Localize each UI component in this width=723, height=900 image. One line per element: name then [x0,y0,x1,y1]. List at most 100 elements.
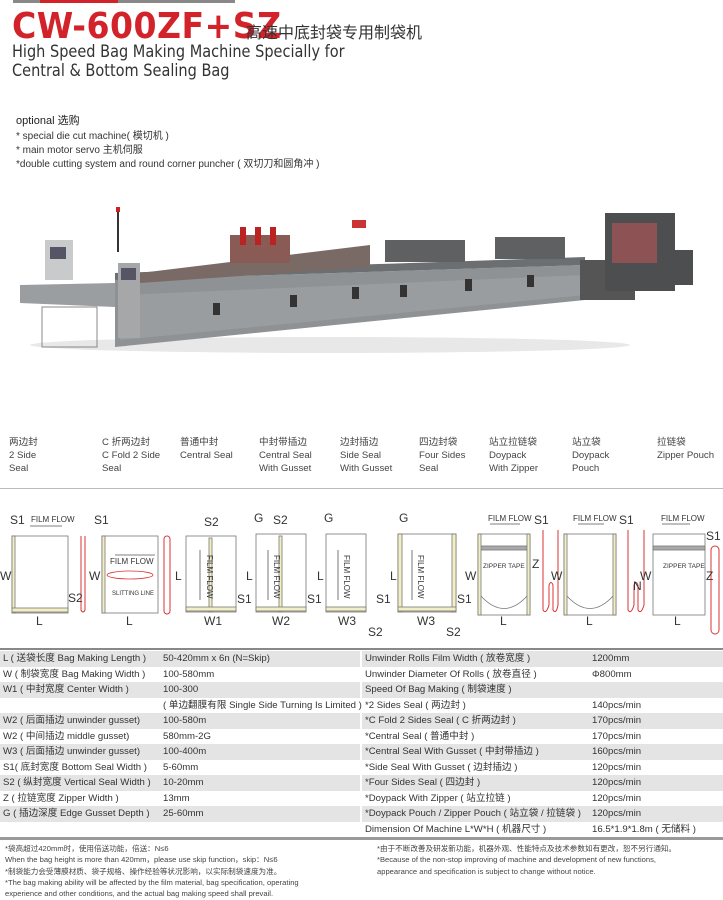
note-line: When the bag height is more than 420mm，p… [5,855,278,865]
note-line: *袋高超过420mm时，使用倍送功能，倍送：N≤6 [5,844,169,853]
spec-label: Unwinder Diameter Of Rolls ( 放卷直径 ) [365,668,537,680]
dim-label: W [465,569,477,583]
machine-photo [20,207,693,353]
dim-label: S1 [457,592,472,606]
dim-label: S1 [307,592,322,606]
spec-value: 100-300 [163,684,199,695]
spec-value: 580mm-2G [163,730,211,742]
spec-row: Dimension Of Machine L*W*H ( 机器尺寸 ) 16.5*… [362,822,723,838]
model-title: CW-600ZF+SZ [12,6,282,47]
spec-value: 25-60mm [163,808,204,819]
note-line: *制袋能力会受薄膜材质、袋子规格、操作经验等状况影响，以实际制袋速度为准。 [5,866,282,876]
spec-label: *Doypack With Zipper ( 站立拉链 ) [365,792,511,804]
spec-row: W1 ( 中封宽度 Center Width ) 100-300 [0,682,360,698]
note-line: *The bag making ability will be affected… [5,877,299,887]
spec-label: S1( 底封宽度 Bottom Seal Width ) [3,761,147,773]
dim-label: L [175,569,182,583]
spec-label: *Side Seal With Gusset ( 边封插边 ) [365,761,518,773]
spec-value: 16.5*1.9*1.8m ( 无储料 ) [592,823,696,835]
dim-label: W2 [272,614,290,628]
spec-label: *Doypack Pouch / Zipper Pouch ( 站立袋 / 拉链… [365,808,581,819]
dim-label: L [246,569,253,583]
top-rule [13,0,235,3]
spec-label: *2 Sides Seal ( 两边封 ) [365,699,466,711]
optional-heading: optional 选购 [16,115,80,127]
dim-label: S2 [446,625,461,639]
spec-row: ( 单边翻膜有限 Single Side Turning Is Limited … [0,698,362,714]
film-flow-label: FILM FLOW [205,555,214,599]
spec-value: 1200mm [592,653,630,664]
bag-type-four-sides: 四边封袋 Four Sides Seal [419,437,466,474]
dim-label: S1 [706,529,721,543]
spec-row: W3 ( 后面插边 unwinder gusset) 100-400m [0,744,360,760]
dim-label: S2 [368,625,383,639]
dim-label: L [674,614,681,628]
spec-label: L ( 送袋长度 Bag Making Length ) [3,653,147,664]
subtitle-line-1: High Speed Bag Making Machine Specially … [12,42,345,61]
spec-value: 160pcs/min [592,746,642,757]
dim-label: L [390,569,397,583]
note-line: appearance and specification is subject … [377,866,596,876]
spec-row: *Side Seal With Gusset ( 边封插边 ) 120pcs/mi… [362,760,723,776]
dim-label: W [89,569,101,583]
spec-value: 140pcs/min [592,699,642,711]
spec-label: Z ( 拉链宽度 Zipper Width ) [3,792,119,804]
spec-value: 10-20mm [163,777,204,788]
dim-label: L [500,614,507,628]
dim-label: W [0,569,12,583]
optional-item: * special die cut machine( 模切机 ) [16,131,169,142]
spec-row: W2 ( 中间插边 middle gusset) 580mm-2G [0,729,360,745]
spec-row: Unwinder Diameter Of Rolls ( 放卷直径 ) Φ800m… [362,667,723,683]
spec-label: *Central Seal With Gusset ( 中封带插边 ) [365,746,539,757]
dim-label: W3 [338,614,356,628]
spec-label: Unwinder Rolls Film Width ( 放卷宽度 ) [365,653,531,664]
spec-label: Dimension Of Machine L*W*H ( 机器尺寸 ) [365,823,547,835]
dim-label: Z [532,557,539,571]
spec-value: 50-420mm x 6n (N=Skip) [163,653,270,664]
spec-label: S2 ( 纵封宽度 Vertical Seal Width ) [3,777,151,788]
dim-label: L [36,614,43,628]
dim-label: G [254,511,263,525]
notes-left: *袋高超过420mm时，使用倍送功能，倍送：N≤6 When the bag h… [5,843,299,899]
film-flow-label: FILM FLOW [110,557,154,566]
optional-item: * main motor servo 主机伺服 [16,145,143,156]
dim-label: Z [706,569,713,583]
subtitle-line-2: Central & Bottom Sealing Bag [12,61,230,80]
notes-right: *由于不断改善及研发新功能，机器外观、性能特点及技术参数如有更改，恕不另行通知。… [377,843,676,877]
dim-label: L [586,614,593,628]
spec-table-bottom-rule [0,837,723,840]
spec-value: 100-400m [163,746,207,757]
bag-type-2-side-seal: 两边封 2 Side Seal [9,437,38,474]
spec-row: *C Fold 2 Sides Seal ( C 折两边封 ) 170pcs/mi… [362,713,723,729]
spec-label: W2 ( 中间插边 middle gusset) [3,730,130,742]
slitting-line-label: SLITTING LINE [112,591,154,597]
film-flow-label: FILM FLOW [661,514,705,523]
spec-value: Φ800mm [592,668,632,680]
divider [0,488,723,489]
spec-value: 5-60mm [163,761,199,773]
spec-value: 170pcs/min [592,715,642,726]
spec-row: *Central Seal With Gusset ( 中封带插边 ) 160pc… [362,744,723,760]
spec-value: 120pcs/min [592,761,642,773]
spec-label: W2 ( 后面插边 unwinder gusset) [3,715,141,726]
spec-value: 13mm [163,792,190,804]
spec-row: S1( 底封宽度 Bottom Seal Width ) 5-60mm [0,760,360,776]
dim-label: S1 [376,592,391,606]
spec-row: L ( 送袋长度 Bag Making Length ) 50-420mm x 6… [0,651,360,667]
bag-type-doypack: 站立袋 Doypack Pouch [572,437,610,474]
spec-label: W3 ( 后面插边 unwinder gusset) [3,746,141,757]
note-line: *Because of the non-stop improving of ma… [377,855,657,865]
spec-label: W1 ( 中封宽度 Center Width ) [3,684,129,695]
top-rule-accent [40,0,118,3]
dim-label: W [551,569,563,583]
spec-row: *2 Sides Seal ( 两边封 ) 140pcs/min [362,698,723,714]
spec-row: Unwinder Rolls Film Width ( 放卷宽度 ) 1200mm [362,651,723,667]
dim-label: S1 [237,592,252,606]
film-flow-label: FILM FLOW [488,514,532,523]
note-line: *由于不断改善及研发新功能，机器外观、性能特点及技术参数如有更改，恕不另行通知。 [377,844,677,853]
spec-label: *C Fold 2 Sides Seal ( C 折两边封 ) [365,715,516,726]
dim-label: S2 [68,591,83,605]
dim-label: L [317,569,324,583]
spec-row: Speed Of Bag Making ( 制袋速度 ) [362,682,723,698]
spec-table-top-rule [0,648,723,650]
